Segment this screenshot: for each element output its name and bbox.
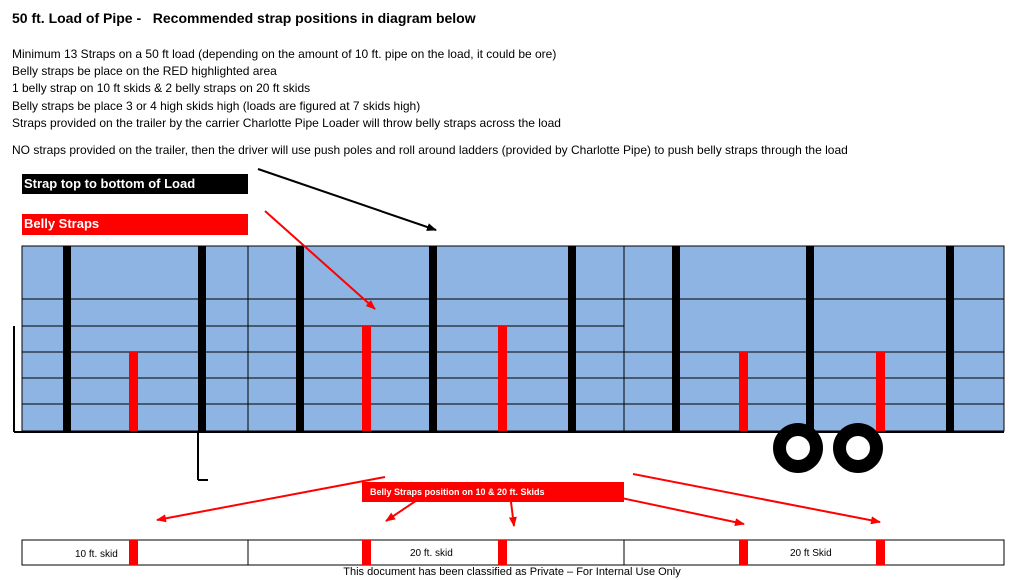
black-strap — [806, 246, 814, 431]
black-strap — [672, 246, 680, 431]
skid-label-10ft: 10 ft. skid — [75, 549, 118, 560]
note-strap-count: 1 belly strap on 10 ft skids & 2 belly s… — [12, 81, 311, 96]
black-strap — [63, 246, 71, 431]
belly-strap — [362, 326, 371, 431]
note-carrier-straps: Straps provided on the trailer by the ca… — [12, 115, 561, 130]
note-strap-height: Belly straps be place 3 or 4 high skids … — [12, 98, 421, 113]
arrow-top-to-bottom — [257, 168, 437, 231]
skid-label-20ft: 20 ft. skid — [410, 548, 453, 559]
skid-belly-strap — [362, 540, 371, 565]
black-straps — [63, 246, 954, 431]
legend-belly-strap: Belly Straps — [22, 214, 248, 235]
note-no-straps: NO straps provided on the trailer, then … — [12, 143, 848, 157]
legend-top-to-bottom-strap: Strap top to bottom of Load — [22, 174, 248, 194]
note-red-area: Belly straps be place on the RED highlig… — [12, 64, 277, 79]
skid-strap-banner: Belly Straps position on 10 & 20 ft. Ski… — [362, 482, 624, 502]
belly-strap — [739, 352, 748, 431]
arrow-belly — [264, 210, 376, 310]
skid-belly-strap — [876, 540, 885, 565]
black-strap — [198, 246, 206, 431]
belly-strap — [129, 352, 138, 431]
belly-strap — [876, 352, 885, 431]
skid-belly-strap — [739, 540, 748, 565]
classification-footer: This document has been classified as Pri… — [343, 566, 681, 578]
black-strap — [568, 246, 576, 431]
skid-belly-strap — [129, 540, 138, 565]
black-strap — [429, 246, 437, 431]
note-minimum-straps: Minimum 13 Straps on a 50 ft load (depen… — [12, 47, 557, 61]
skid-row: 10 ft. skid 20 ft. skid 20 ft Skid — [21, 539, 1005, 566]
black-strap — [296, 246, 304, 431]
instruction-notes: Minimum 13 Straps on a 50 ft load (depen… — [12, 46, 561, 132]
belly-straps — [129, 326, 885, 431]
belly-strap — [498, 326, 507, 431]
skid-belly-strap — [498, 540, 507, 565]
pipe-load — [21, 245, 1005, 432]
page-title: 50 ft. Load of Pipe - Recommended strap … — [12, 10, 476, 26]
skid-label-20ft-second: 20 ft Skid — [790, 548, 832, 559]
black-strap — [946, 246, 954, 431]
trailer-wheels — [773, 423, 883, 473]
